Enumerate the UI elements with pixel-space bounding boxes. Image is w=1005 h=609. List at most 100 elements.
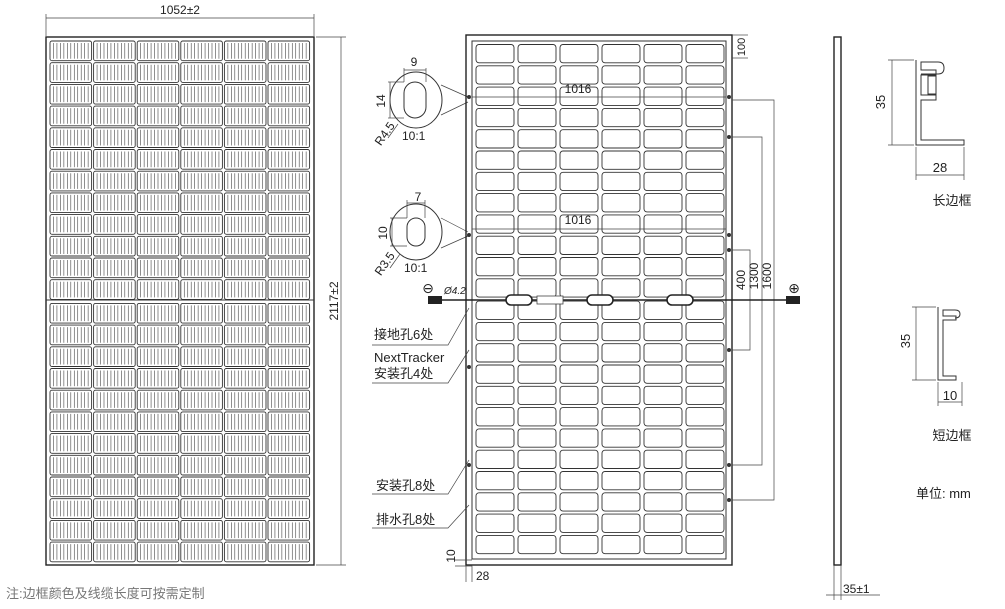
rear-cell xyxy=(517,257,557,277)
rear-cell xyxy=(643,385,683,406)
frame-hole xyxy=(467,365,471,369)
front-cell xyxy=(93,235,136,257)
frame-hole xyxy=(467,463,471,467)
front-cell xyxy=(93,127,136,148)
rear-cell xyxy=(475,86,515,106)
front-cell xyxy=(136,62,180,83)
rear-cell xyxy=(475,385,515,406)
rear-cell xyxy=(559,385,599,406)
rear-cell xyxy=(601,321,641,342)
front-cell xyxy=(267,541,311,563)
front-cell xyxy=(136,346,180,367)
dim-1600: 1600 xyxy=(760,262,774,289)
rear-cell xyxy=(643,235,683,255)
rear-cell xyxy=(517,343,557,363)
rear-cell xyxy=(559,278,599,298)
rear-cell xyxy=(559,343,599,363)
rear-cell xyxy=(475,150,515,170)
rear-cell xyxy=(685,129,725,149)
short-frame-profile: 35 10 短边框 xyxy=(898,306,972,443)
front-cell xyxy=(180,40,223,62)
front-cell xyxy=(223,149,267,170)
rear-cell xyxy=(559,534,599,555)
rear-cell xyxy=(475,278,515,298)
front-cell xyxy=(223,346,267,367)
short-frame-shape xyxy=(937,307,961,381)
rear-cell xyxy=(601,534,641,555)
rear-cell xyxy=(643,534,683,555)
rear-cell xyxy=(643,407,683,427)
label-plate xyxy=(536,295,564,305)
rear-cell xyxy=(685,471,725,491)
drain-holes-label: 排水孔8处 xyxy=(376,512,435,527)
front-cell xyxy=(93,302,136,324)
junction-box xyxy=(666,294,694,306)
front-cell xyxy=(49,279,93,300)
front-cell xyxy=(49,498,93,519)
rear-cell xyxy=(601,471,641,491)
front-cell xyxy=(267,127,311,148)
rear-cell xyxy=(475,449,515,469)
front-cell xyxy=(223,83,267,105)
rear-cell xyxy=(517,86,557,106)
rear-cell xyxy=(601,407,641,427)
bottom-dim-v: 10 xyxy=(444,549,458,563)
rear-cell xyxy=(559,44,599,64)
detail-2-circle xyxy=(389,203,443,261)
front-cell xyxy=(180,257,223,279)
rear-cell xyxy=(601,278,641,298)
rear-cell xyxy=(517,364,557,384)
short-frame-width: 10 xyxy=(943,388,957,403)
rear-cell xyxy=(559,150,599,170)
front-cell xyxy=(180,368,223,389)
rear-cell xyxy=(559,257,599,277)
junction-box xyxy=(505,294,533,306)
rear-cell xyxy=(685,44,725,64)
vertical-spacing-dims: 400 1300 1600 xyxy=(732,99,775,501)
rear-cell xyxy=(685,171,725,192)
callouts: 接地孔6处 NextTracker 安装孔4处 安装孔8处 排水孔8处 xyxy=(372,307,470,529)
front-cell xyxy=(136,324,180,346)
front-cell xyxy=(267,368,311,389)
rear-cell xyxy=(685,407,725,427)
rear-cell xyxy=(475,107,515,128)
detail-1-height: 14 xyxy=(374,94,388,108)
front-cell xyxy=(93,498,136,519)
detail-1-slot xyxy=(403,81,427,119)
rear-cell xyxy=(517,513,557,533)
rear-cell xyxy=(685,235,725,255)
front-cell xyxy=(93,149,136,170)
rear-cell xyxy=(517,428,557,448)
rear-cell xyxy=(601,449,641,469)
rear-cell xyxy=(643,471,683,491)
front-cell xyxy=(223,541,267,563)
front-cell xyxy=(49,476,93,498)
rear-cell xyxy=(517,171,557,192)
rear-cell xyxy=(475,534,515,555)
front-cell xyxy=(136,257,180,279)
rear-cell xyxy=(559,513,599,533)
rear-cell xyxy=(559,86,599,106)
rear-cell xyxy=(559,407,599,427)
front-cell xyxy=(223,476,267,498)
front-cell xyxy=(136,214,180,235)
rear-cell xyxy=(475,214,515,234)
front-cell xyxy=(223,454,267,476)
rear-cell xyxy=(517,214,557,234)
rear-cell xyxy=(601,257,641,277)
rear-cell xyxy=(601,86,641,106)
rear-cell xyxy=(601,235,641,255)
rear-cell xyxy=(475,171,515,192)
front-cell xyxy=(267,235,311,257)
front-cell xyxy=(93,433,136,454)
front-cell xyxy=(136,368,180,389)
front-cell xyxy=(267,170,311,192)
front-cell xyxy=(93,411,136,433)
front-cell xyxy=(223,389,267,411)
front-cell xyxy=(93,454,136,476)
front-cell xyxy=(267,62,311,83)
front-cell xyxy=(49,368,93,389)
rear-cell xyxy=(517,534,557,555)
rear-cell xyxy=(685,107,725,128)
front-cell xyxy=(49,257,93,279)
